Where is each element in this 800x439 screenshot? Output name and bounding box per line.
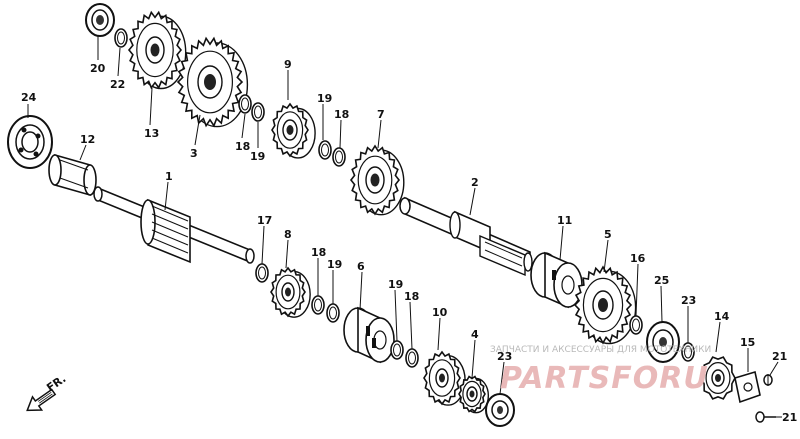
washer-19-lower (326, 303, 340, 323)
label-5: 5 (604, 228, 612, 241)
label-23-b: 21 (782, 411, 797, 424)
label-19-b: 19 (317, 92, 332, 105)
label-18-a: 18 (235, 140, 250, 153)
label-23-a: 21 (772, 350, 787, 363)
label-6: 6 (357, 260, 365, 273)
gear-9 (271, 102, 316, 159)
washer-17 (255, 263, 269, 283)
label-25: 25 (654, 274, 669, 287)
counter-shaft-2 (399, 196, 533, 277)
label-19-a: 19 (250, 150, 265, 163)
splined-collar-12 (48, 153, 97, 197)
label-9: 9 (284, 58, 292, 71)
shift-gear-11 (530, 251, 583, 309)
label-10: 10 (432, 306, 448, 319)
label-24: 24 (21, 91, 37, 104)
label-15: 15 (740, 336, 755, 349)
label-8: 8 (284, 228, 292, 241)
label-2: 2 (471, 176, 479, 189)
sprocket-14 (700, 356, 736, 400)
label-20: 22 (110, 78, 125, 91)
front-direction-arrow (26, 388, 57, 412)
watermark-subtitle: ЗАПЧАСТИ И АКСЕССУАРЫ ДЛЯ МОТОТЕХНИКИ (490, 345, 711, 355)
watermark-brand: PARTSFORU (500, 361, 709, 396)
bearing-24 (7, 115, 53, 169)
label-17: 17 (257, 214, 272, 227)
label-12: 12 (80, 133, 95, 146)
washer-18-lower-right (405, 348, 419, 368)
label-14: 14 (714, 310, 730, 323)
gear-8 (270, 266, 311, 318)
label-19-d: 19 (388, 278, 403, 291)
front-label: FR. (44, 372, 68, 394)
label-16: 16 (630, 252, 646, 265)
label-7: 7 (377, 108, 385, 121)
leader-lines (27, 36, 782, 418)
shift-gear-6 (343, 306, 395, 364)
label-18-d: 18 (404, 290, 419, 303)
label-4: 4 (471, 328, 479, 341)
washer-18-upper (238, 94, 252, 114)
label-19-c: 19 (327, 258, 342, 271)
label-3: 3 (190, 147, 198, 160)
bolt-23-lower (755, 411, 776, 423)
label-11: 11 (557, 214, 572, 227)
label-18-b: 18 (334, 108, 349, 121)
label-13: 13 (144, 127, 159, 140)
washer-19-lower-right (390, 340, 404, 360)
label-22: 23 (681, 294, 696, 307)
washer-20 (114, 28, 128, 48)
bearing-21 (485, 393, 515, 427)
fixing-plate-15 (734, 370, 761, 404)
gear-3 (176, 36, 249, 128)
gear-5 (573, 265, 637, 345)
label-18-c: 18 (311, 246, 326, 259)
washer-18-lower (311, 295, 325, 315)
washer-16 (629, 315, 643, 335)
gear-4 (458, 375, 490, 414)
label-26: 20 (90, 62, 106, 75)
gear-10 (423, 350, 466, 406)
washer-19-upper (251, 102, 265, 122)
gear-7 (349, 144, 405, 216)
washer-18-mid (332, 147, 346, 167)
label-21: 23 (497, 350, 512, 363)
main-shaft-1 (93, 186, 255, 264)
washer-19-mid (318, 140, 332, 160)
bolt-23-upper (763, 374, 773, 386)
bearing-25 (646, 321, 680, 363)
label-1: 1 (165, 170, 173, 183)
gear-13 (127, 10, 187, 90)
bearing-26 (85, 3, 115, 37)
